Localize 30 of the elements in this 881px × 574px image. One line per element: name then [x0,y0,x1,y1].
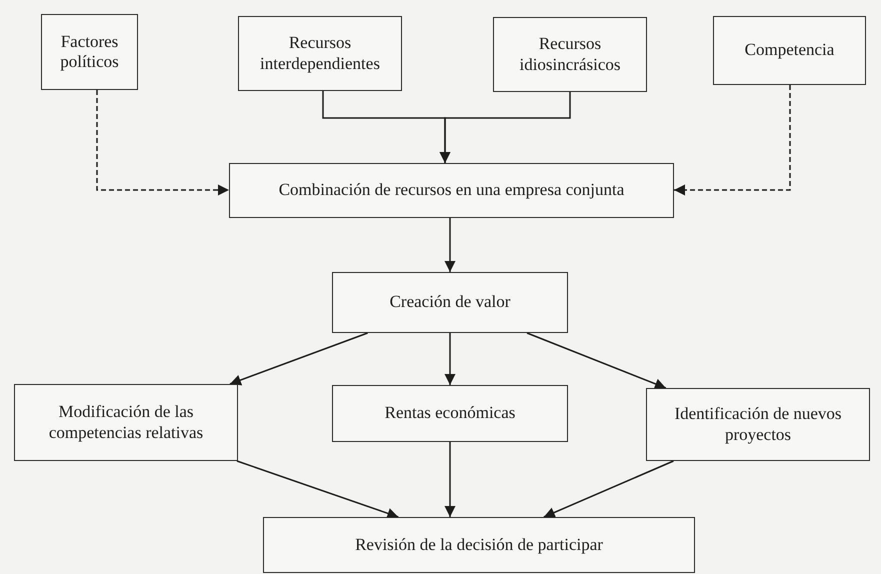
process-box [332,272,568,333]
arrow [674,85,791,196]
box-label: Competencia [744,40,834,61]
process-box [14,384,238,461]
box-label: Revisión de la decisión de participar [355,534,603,556]
process-box [713,16,866,85]
box-label: Recursos interdependientes [259,33,381,74]
box-label: Combinación de recursos en una empresa conjunta [278,180,624,201]
box-label: Identificación de nuevos proyectos [673,404,843,445]
arrow [96,90,229,196]
arrow [440,92,571,163]
arrow [444,218,456,272]
process-box [229,163,674,218]
box-label: Creación de valor [390,292,510,313]
arrow [526,332,666,390]
arrow [444,333,456,385]
arrow [236,460,399,519]
process-box [41,14,138,90]
box-label: Recursos idiosincrásicos [518,34,622,75]
process-box [332,385,568,442]
process-box [493,17,647,92]
arrow [444,442,456,517]
process-box [646,388,870,461]
process-box [238,16,402,91]
box-label: Factores políticos [59,32,120,72]
box-label: Modificación de las competencias relativas [48,402,204,443]
process-box [263,517,695,573]
arrow [230,332,368,386]
arrow [544,460,674,518]
box-label: Rentas económicas [384,403,516,424]
